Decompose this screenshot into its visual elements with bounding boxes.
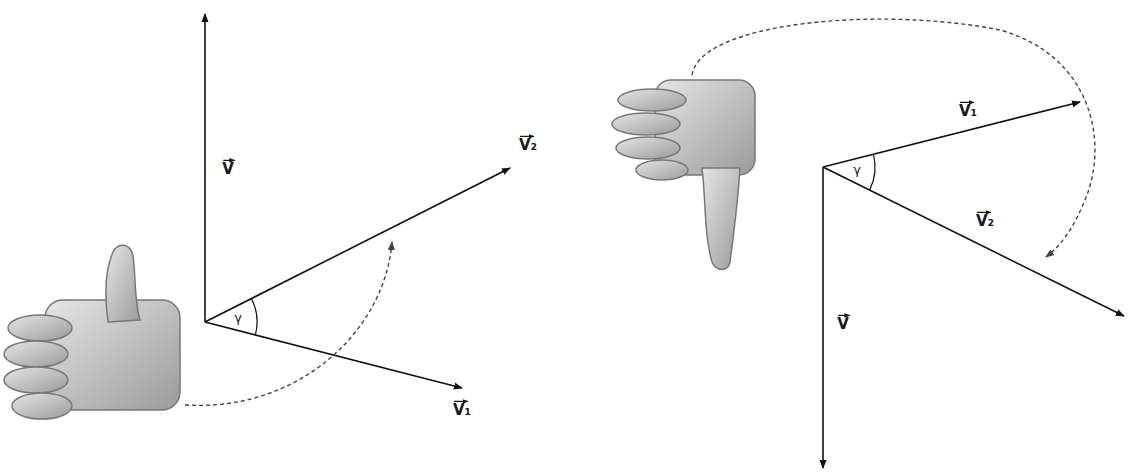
vector-name: V₁ [453, 402, 471, 419]
vector-name: V [222, 161, 234, 178]
hand-finger [12, 393, 72, 419]
hand-finger [612, 113, 680, 135]
vector-arrow [205, 322, 462, 388]
hand-finger [618, 89, 686, 111]
angle-arc [870, 154, 875, 190]
angle-arc [251, 299, 257, 335]
hand-finger [636, 160, 688, 180]
hand-thumb-down [612, 80, 755, 270]
vector-name: V₂ [976, 213, 994, 230]
vector-arrow [204, 14, 206, 322]
hand-thumb-up [4, 245, 180, 419]
angle-symbol: γ [853, 163, 861, 178]
hand-thumb [702, 168, 740, 270]
hand-finger [4, 367, 68, 393]
vector-arrow [823, 167, 1124, 316]
rotation-arc [692, 19, 1095, 257]
hand-finger [8, 315, 72, 341]
vector-arrow [823, 102, 1080, 167]
vector-arrow [822, 167, 824, 468]
rotation-arc [185, 242, 392, 405]
vector-arrow [205, 168, 510, 322]
hand-finger [616, 137, 680, 159]
vector-name: V [837, 316, 849, 333]
vector-name: V₁ [959, 103, 977, 120]
angle-symbol: γ [234, 311, 242, 326]
vector-name: V₂ [519, 137, 537, 154]
hand-finger [4, 341, 68, 367]
hand-thumb [106, 245, 140, 322]
